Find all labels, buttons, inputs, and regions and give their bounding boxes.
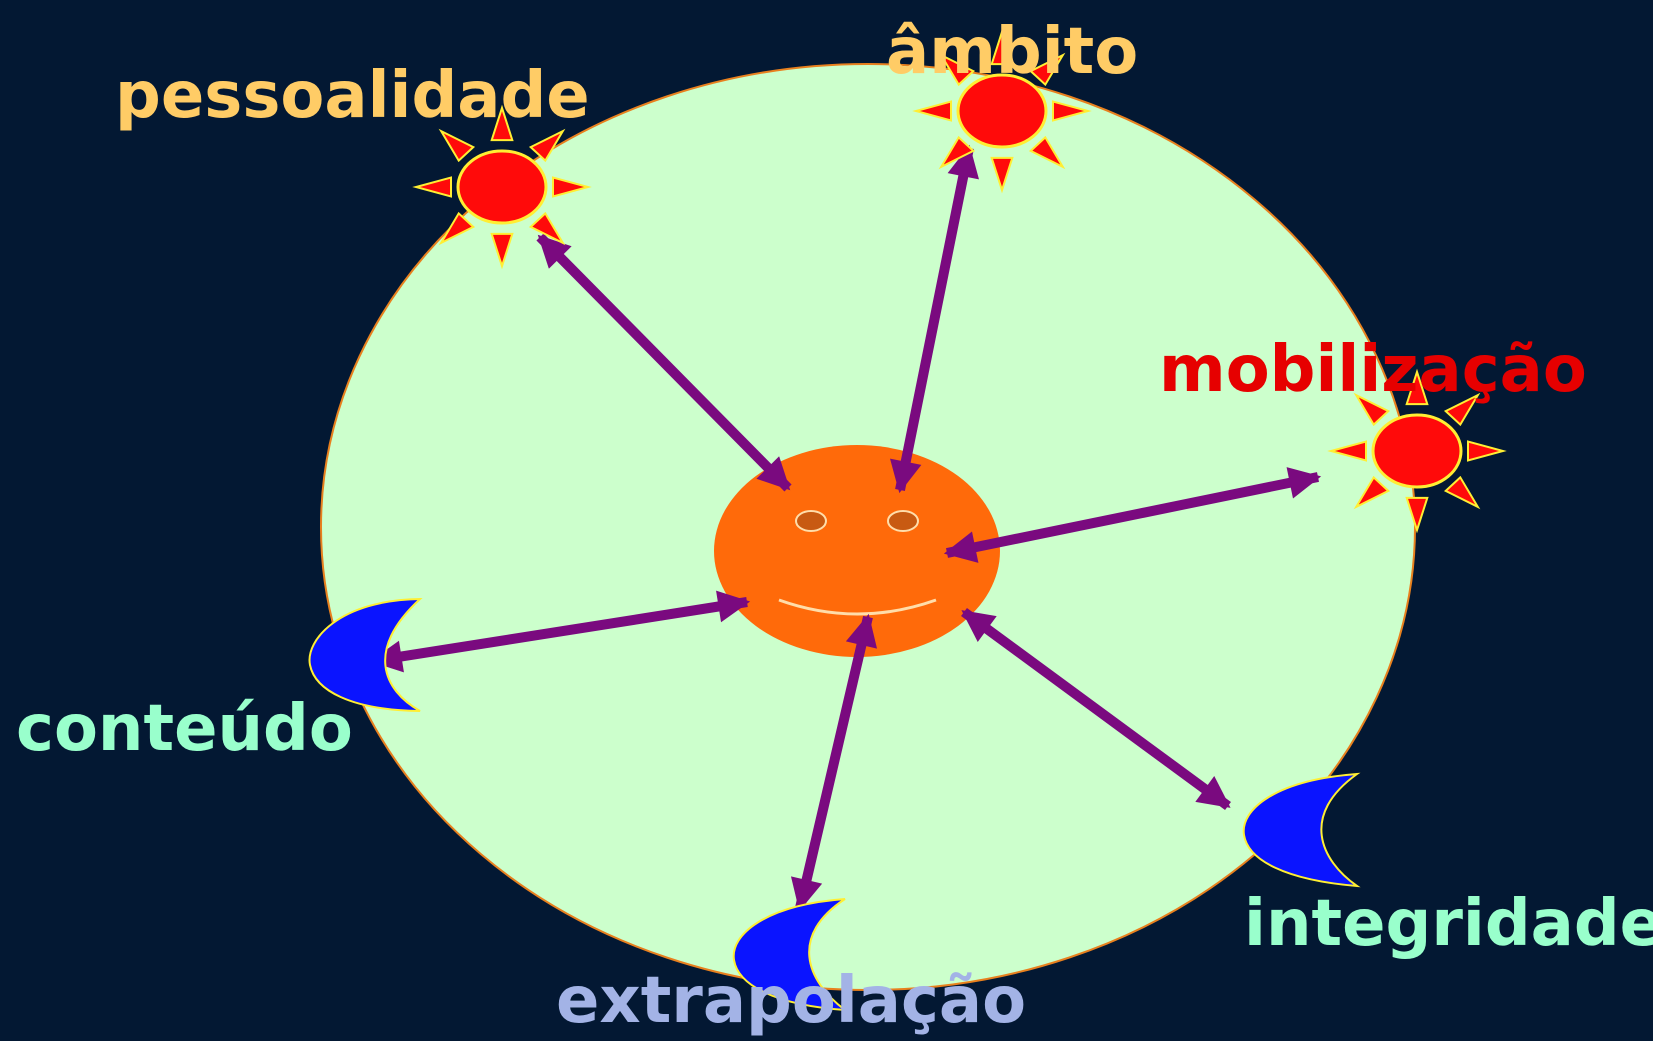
- label-integridade: integridade: [1244, 887, 1653, 961]
- sun-ray: [528, 128, 566, 163]
- sun-ray: [1443, 392, 1481, 427]
- moon-icon: [308, 597, 423, 712]
- sun-ray: [1028, 52, 1066, 87]
- sun-ray: [912, 100, 952, 122]
- sun-ray: [438, 211, 476, 246]
- sun-ray: [938, 52, 976, 87]
- sun-body: [956, 73, 1048, 149]
- arrow-integridade: [961, 607, 1231, 811]
- sun-body: [456, 149, 548, 225]
- sun-ray: [1467, 440, 1507, 462]
- sun-ray: [438, 128, 476, 163]
- sun-ray: [1353, 475, 1391, 510]
- sun-ray: [490, 232, 514, 270]
- arrow-extrapolacao: [790, 613, 878, 912]
- sun-ray: [990, 156, 1014, 194]
- sun-ray: [552, 176, 592, 198]
- moon-icon: [732, 898, 849, 1012]
- moon-icon: [1242, 772, 1361, 888]
- sun-ray: [1327, 440, 1367, 462]
- sun-ray: [490, 104, 514, 142]
- label-mobilizacao: mobilização: [1159, 333, 1587, 407]
- left-eye: [795, 510, 827, 532]
- arrow-ambito: [890, 144, 979, 494]
- sun-ray: [1405, 368, 1429, 406]
- sun-ray: [1052, 100, 1092, 122]
- label-ambito: âmbito: [886, 15, 1138, 89]
- arrows: [369, 144, 1322, 912]
- sun-ray: [1405, 496, 1429, 534]
- sun-ray: [1028, 135, 1066, 170]
- sun-ray: [528, 211, 566, 246]
- sun-icon: [1327, 368, 1507, 534]
- label-extrapolacao: extrapolação: [556, 964, 1026, 1038]
- arrow-mobilizacao: [943, 467, 1322, 563]
- label-pessoalidade: pessoalidade: [115, 59, 590, 133]
- sun-icon: [412, 104, 592, 270]
- sun-body: [1371, 413, 1463, 489]
- sun-ray: [412, 176, 452, 198]
- label-conteudo: conteúdo: [16, 692, 353, 766]
- sun-icon: [912, 28, 1092, 194]
- arrow-pessoalidade: [536, 233, 792, 492]
- sun-ray: [1443, 475, 1481, 510]
- sun-ray: [938, 135, 976, 170]
- right-eye: [887, 510, 919, 532]
- arrow-conteudo: [369, 590, 751, 673]
- sun-ray: [990, 28, 1014, 66]
- sun-ray: [1353, 392, 1391, 427]
